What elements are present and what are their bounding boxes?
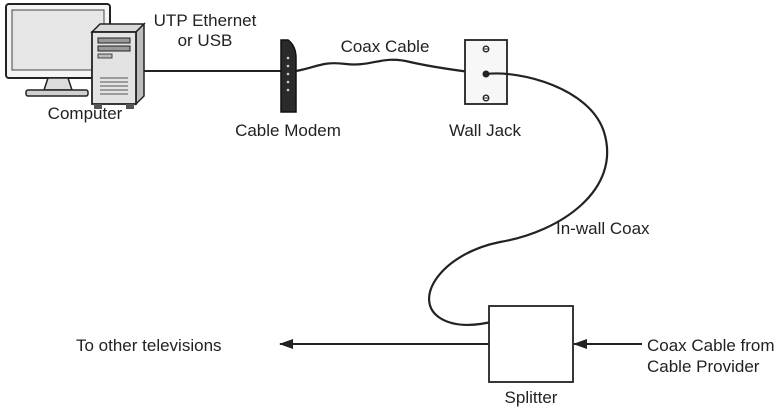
- coax-cable-label: Coax Cable: [340, 37, 430, 56]
- utp-ethernet-label: UTP Ethernet: [153, 11, 257, 30]
- to-other-televisions-label: To other televisions: [76, 336, 222, 355]
- cable-modem-label: Cable Modem: [235, 121, 341, 140]
- computer-label: Computer: [47, 104, 123, 123]
- in-wall-coax-label: In-wall Coax: [556, 219, 650, 238]
- coax-cable-line: [295, 58, 487, 76]
- wall-jack-icon: [464, 39, 508, 105]
- splitter-label: Splitter: [504, 388, 558, 407]
- coax-from-provider-label-line1: Coax Cable from: [647, 336, 775, 355]
- coax-from-provider-label-line2: Cable Provider: [647, 357, 760, 376]
- in-wall-coax-line: [428, 72, 609, 326]
- wall-jack-label: Wall Jack: [448, 121, 522, 140]
- splitter-box: [488, 305, 574, 383]
- computer-icon: [5, 3, 146, 109]
- or-usb-label: or USB: [177, 31, 233, 50]
- cable-modem-icon: [280, 39, 297, 113]
